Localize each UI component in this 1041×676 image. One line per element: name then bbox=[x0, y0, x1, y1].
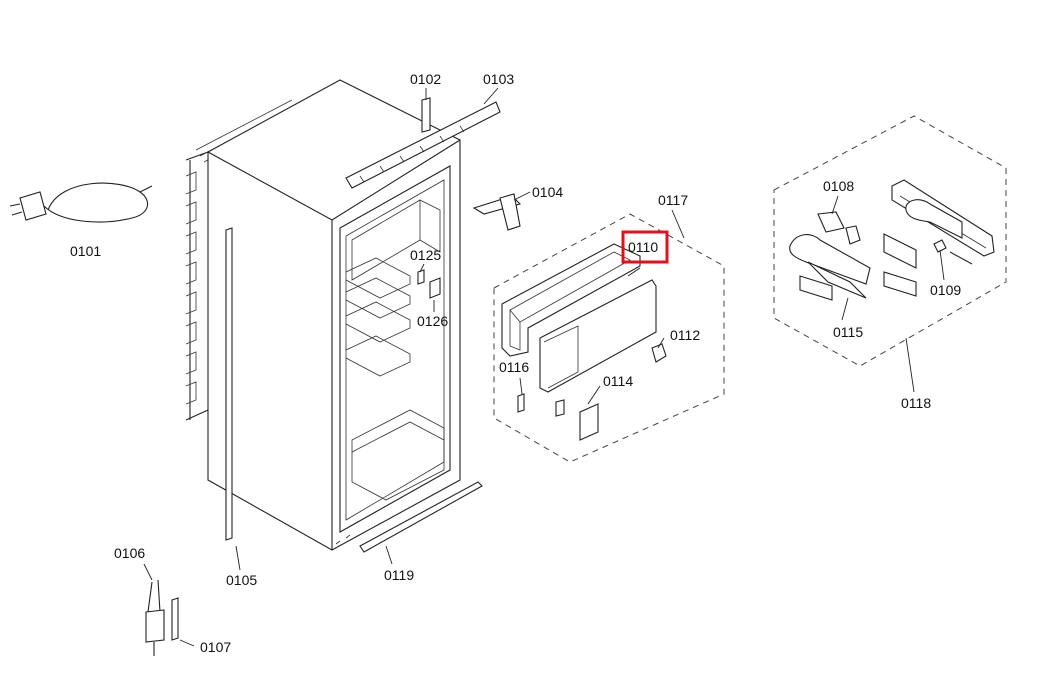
label-0103: 0103 bbox=[483, 71, 514, 87]
bottom-strip bbox=[359, 481, 483, 553]
highlight-box bbox=[621, 230, 669, 264]
label-0118: 0118 bbox=[901, 395, 931, 411]
label-0119: 0119 bbox=[384, 567, 414, 583]
label-0105: 0105 bbox=[226, 572, 257, 588]
door-seal-strip bbox=[225, 227, 233, 541]
label-0101: 0101 bbox=[70, 243, 101, 259]
label-0112: 0112 bbox=[670, 327, 700, 343]
door-group bbox=[493, 213, 725, 463]
power-cord bbox=[9, 182, 153, 223]
label-0108: 0108 bbox=[823, 178, 854, 194]
label-0125: 0125 bbox=[410, 247, 441, 263]
label-0106: 0106 bbox=[114, 545, 145, 561]
label-0109: 0109 bbox=[930, 282, 961, 298]
thermostat-probe bbox=[145, 579, 179, 656]
fridge-cabinet bbox=[185, 79, 461, 551]
label-0110: 0110 bbox=[628, 239, 658, 255]
label-0107: 0107 bbox=[200, 639, 231, 655]
label-0115: 0115 bbox=[833, 324, 863, 340]
label-0117: 0117 bbox=[658, 192, 688, 208]
label-0104: 0104 bbox=[532, 184, 563, 200]
leader-lines bbox=[143, 87, 945, 647]
small-parts-0125-0126 bbox=[417, 269, 441, 299]
top-hinge-parts bbox=[345, 97, 522, 231]
label-0126: 0126 bbox=[417, 313, 448, 329]
control-unit-group bbox=[773, 115, 1007, 367]
label-0116: 0116 bbox=[499, 359, 529, 375]
label-0102: 0102 bbox=[410, 71, 441, 87]
label-0114: 0114 bbox=[603, 373, 633, 389]
